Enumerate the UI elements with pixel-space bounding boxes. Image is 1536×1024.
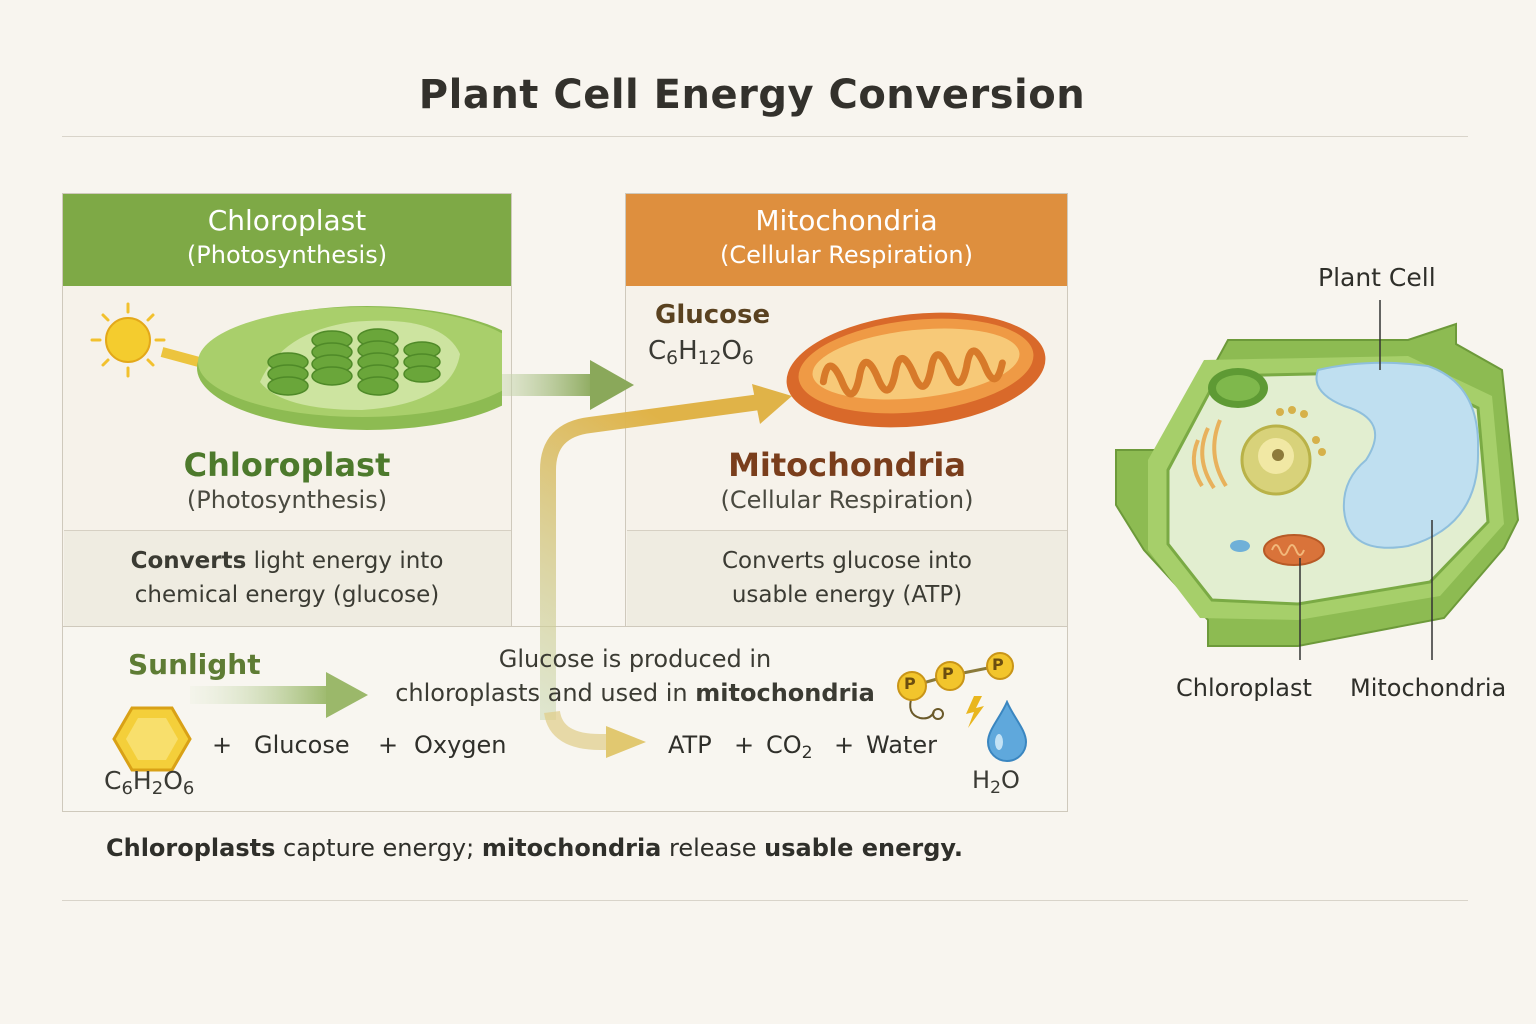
mitochondria-description: Converts glucose into usable energy (ATP… bbox=[627, 544, 1067, 612]
glucose-input-label: Glucose bbox=[655, 300, 771, 330]
chloroplast-description: Converts light energy into chemical ener… bbox=[64, 544, 510, 612]
chloroplast-name: Chloroplast bbox=[183, 446, 391, 484]
chloroplast-illustration bbox=[90, 302, 502, 430]
glucose-term: Glucose bbox=[254, 731, 350, 759]
chloroplast-process: (Photosynthesis) bbox=[186, 486, 388, 514]
plus-sign-2: + bbox=[378, 731, 399, 759]
sunlight-label: Sunlight bbox=[128, 648, 261, 681]
mitochondria-process: (Cellular Respiration) bbox=[720, 486, 974, 514]
chloroplast-description-line2: chemical energy (glucose) bbox=[134, 582, 440, 608]
footer-divider bbox=[62, 900, 1468, 901]
phosphate-label-3: P bbox=[992, 655, 1004, 674]
plant-cell-diagram bbox=[1115, 300, 1520, 660]
atp-term: ATP bbox=[668, 731, 712, 759]
title-divider bbox=[62, 136, 1468, 137]
cell-label-mitochondria: Mitochondria bbox=[1350, 674, 1507, 702]
plus-sign-4: + bbox=[834, 731, 855, 759]
mitochondria-name: Mitochondria bbox=[728, 446, 966, 484]
oxygen-term: Oxygen bbox=[414, 731, 507, 759]
glucose-note-line1: Glucose is produced in bbox=[498, 645, 772, 673]
plant-cell-title: Plant Cell bbox=[1318, 263, 1436, 292]
atp-molecule-icon bbox=[897, 652, 1014, 728]
glucose-to-mitochondria-arrow bbox=[540, 384, 792, 758]
flow-panel bbox=[62, 626, 1068, 812]
phosphate-label-1: P bbox=[904, 674, 916, 693]
mitochondria-description-line1: Converts glucose into bbox=[721, 548, 973, 574]
chloroplast-description-band bbox=[63, 530, 511, 626]
plus-sign-1: + bbox=[212, 731, 233, 759]
glucose-note-emphasis: mitochondria bbox=[695, 679, 875, 707]
glucose-formula: C6H2O6 bbox=[104, 766, 195, 800]
cell-label-chloroplast: Chloroplast bbox=[1176, 674, 1312, 702]
water-drop-icon bbox=[986, 700, 1028, 762]
plus-sign-3: + bbox=[734, 731, 755, 759]
glucose-note-line2: chloroplasts and used in bbox=[395, 679, 696, 707]
chloroplast-organelle bbox=[197, 306, 502, 430]
water-term: Water bbox=[866, 731, 937, 759]
glucose-input-formula: C6H12O6 bbox=[648, 336, 754, 370]
mitochondria-header-title: Mitochondria bbox=[755, 204, 938, 237]
mitochondria-header: Mitochondria (Cellular Respiration) bbox=[626, 194, 1067, 286]
phosphate-label-2: P bbox=[942, 664, 954, 683]
page-title: Plant Cell Energy Conversion bbox=[418, 72, 1086, 118]
chloroplast-header-title: Chloroplast bbox=[207, 204, 367, 237]
summary-caption: Chloroplasts capture energy; mitochondri… bbox=[106, 834, 963, 862]
mitochondria-description-line2: usable energy (ATP) bbox=[731, 582, 963, 608]
sunlight-arrow bbox=[190, 672, 368, 718]
h2o-formula: H2O bbox=[972, 766, 1020, 798]
co2-term: CO2 bbox=[766, 731, 813, 763]
sun-icon bbox=[90, 302, 166, 378]
chloroplast-description-verb: Converts bbox=[130, 548, 247, 574]
mitochondria-description-band bbox=[626, 530, 1067, 626]
glucose-crystal-icon bbox=[112, 706, 192, 772]
mitochondria-organelle bbox=[786, 312, 1046, 428]
chloroplast-description-line1: light energy into bbox=[246, 548, 444, 574]
glucose-note: Glucose is produced in chloroplasts and … bbox=[380, 642, 890, 710]
mitochondria-header-subtitle: (Cellular Respiration) bbox=[720, 241, 973, 269]
chloroplast-header-subtitle: (Photosynthesis) bbox=[186, 241, 388, 269]
chloroplast-header: Chloroplast (Photosynthesis) bbox=[63, 194, 511, 286]
